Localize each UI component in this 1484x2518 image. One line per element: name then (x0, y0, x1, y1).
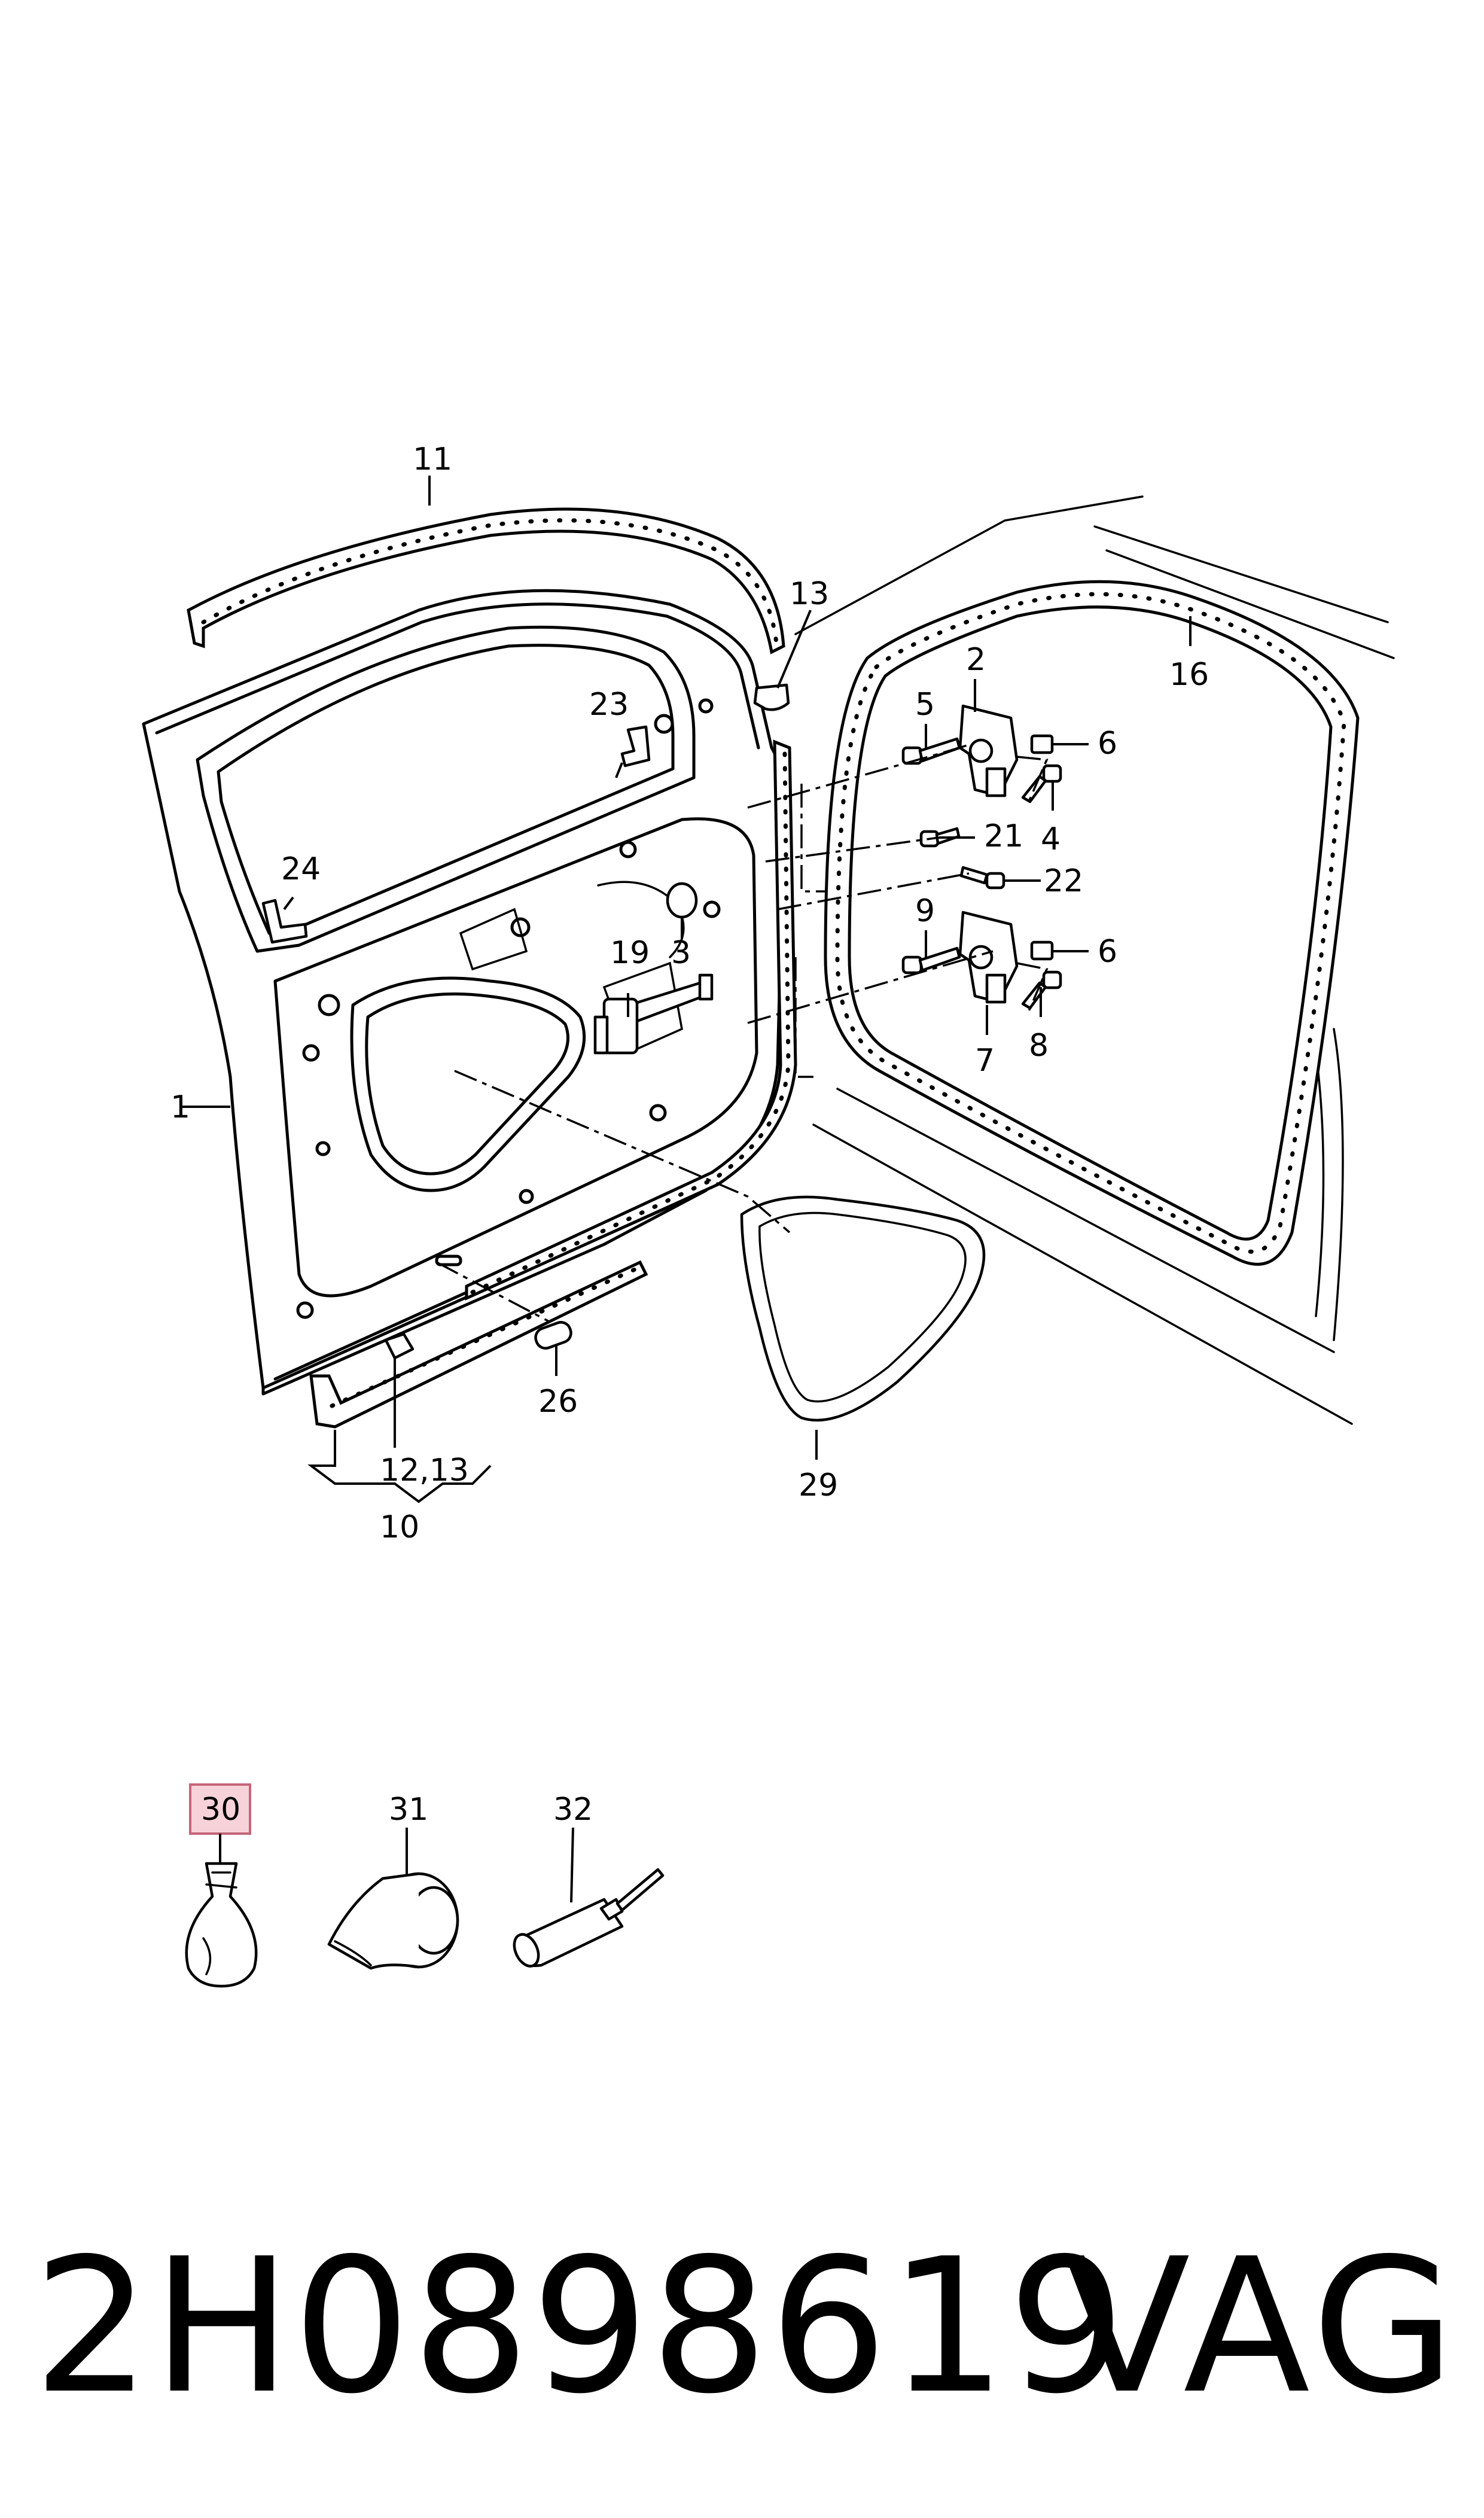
nut-6-lower (1030, 940, 1054, 961)
lower-hinge-7 (958, 911, 1019, 1004)
door-shell-1 (142, 589, 787, 1396)
callout-8: 8 (1029, 1028, 1049, 1064)
bolt-21 (919, 827, 961, 848)
callout-23: 23 (589, 687, 629, 723)
callout-11: 11 (413, 442, 452, 477)
tape-roll-31 (327, 1872, 459, 1970)
callout-19: 19 (610, 935, 650, 971)
vehicle-body-lines (794, 495, 1395, 1425)
callout-5: 5 (915, 687, 935, 723)
nut-6-upper (1030, 734, 1054, 754)
callout-22: 22 (1044, 863, 1083, 899)
callout-7: 7 (975, 1043, 995, 1079)
exploded-parts-diagram: 11 13 16 2 5 6 4 21 22 9 6 7 8 19 3 23 2… (142, 442, 1395, 1988)
brand-label: VAG (1063, 2219, 1460, 2435)
door-opening-seal-16 (824, 580, 1360, 1266)
callout-24: 24 (281, 851, 321, 887)
callout-31: 31 (389, 1792, 428, 1828)
leader-lines (182, 476, 1192, 1503)
assembly-lines (436, 744, 1049, 1323)
tool-32 (513, 1868, 665, 1968)
callout-32: 32 (553, 1792, 593, 1828)
callout-10: 10 (380, 1509, 419, 1545)
callout-30: 30 (201, 1792, 240, 1828)
plug-26 (534, 1321, 572, 1350)
bolt-22 (959, 866, 1005, 890)
upper-door-seal-11 (187, 507, 785, 654)
callout-21: 21 (984, 818, 1023, 854)
callout-16: 16 (1169, 657, 1209, 693)
grommet-3 (666, 882, 698, 919)
callout-26: 26 (538, 1384, 578, 1420)
bolt-8 (1021, 970, 1062, 1010)
callout-13: 13 (790, 576, 829, 612)
callout-2: 2 (966, 642, 986, 678)
membrane-29 (740, 1195, 986, 1422)
bracket-24 (261, 899, 308, 944)
upper-hinge-2 (958, 704, 1019, 797)
clip-13 (753, 683, 790, 711)
callout-6-lower: 6 (1098, 934, 1117, 970)
bracket-23 (620, 725, 651, 768)
bolt-9 (901, 946, 961, 975)
callout-29: 29 (799, 1467, 838, 1503)
bag-30 (185, 1862, 258, 1988)
callout-4: 4 (1041, 821, 1061, 857)
part-number-label: 2H0898619 (33, 2219, 1127, 2435)
highlight-box-30 (189, 1783, 251, 1835)
bolt-5 (901, 737, 961, 765)
callout-labels: 11 13 16 2 5 6 4 21 22 9 6 7 8 19 3 23 2… (170, 442, 1209, 1545)
callout-9: 9 (915, 893, 935, 929)
callout-1: 1 (170, 1089, 190, 1125)
callout-3: 3 (671, 935, 691, 971)
rear-door-seal-strip (465, 739, 797, 1301)
callout-12-13: 12,13 (380, 1453, 469, 1488)
callout-6-upper: 6 (1098, 726, 1117, 762)
